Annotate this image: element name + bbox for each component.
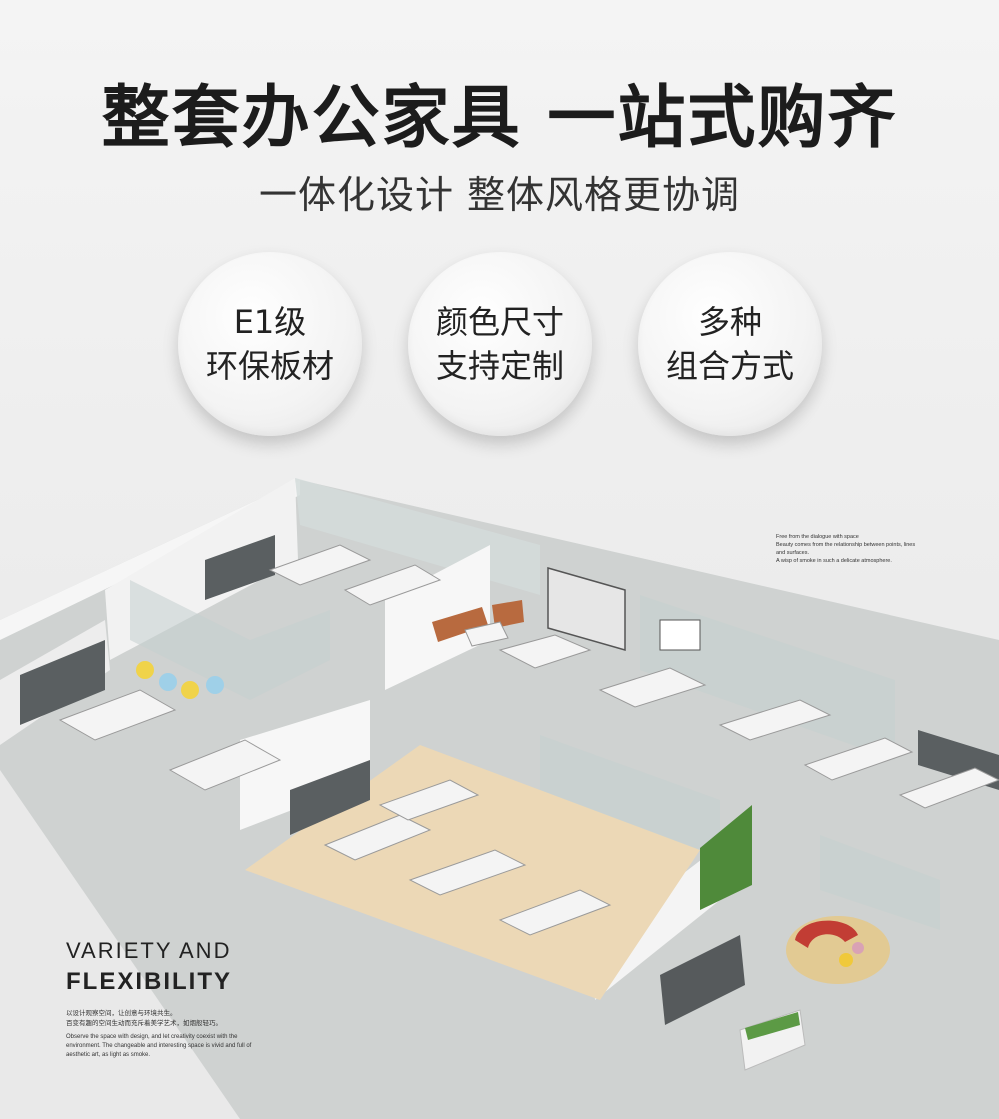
bookcase xyxy=(547,567,626,651)
sofa xyxy=(492,600,524,628)
glass-partition xyxy=(640,595,895,760)
glass-partition xyxy=(540,735,720,860)
badge-e1-board: E1级 环保板材 xyxy=(178,252,362,436)
caption-title: VARIETY AND FLEXIBILITY xyxy=(66,938,232,996)
storage-cabinet xyxy=(290,760,370,835)
green-wall xyxy=(700,805,752,910)
coffee-table xyxy=(464,621,509,647)
desk-clusters xyxy=(58,544,999,936)
badge-line: 多种 xyxy=(697,303,762,341)
floor-edge xyxy=(0,770,240,1119)
tv-screen xyxy=(659,619,701,651)
subheadline: 一体化设计 整体风格更协调 xyxy=(258,173,741,217)
headline: 整套办公家具 一站式购齐 xyxy=(101,79,898,158)
badge-custom-size: 颜色尺寸 支持定制 xyxy=(408,252,592,436)
design-quote: Free from the dialogue with space Beauty… xyxy=(776,533,936,565)
sofa xyxy=(432,607,488,642)
quote-line: Beauty comes from the relationship betwe… xyxy=(776,542,916,548)
caption-chinese: 以设计观察空间，让创意与环境共生。 百变有趣的空间生动而充斥着美学艺术，如烟般轻… xyxy=(66,1008,222,1028)
reception-desk xyxy=(660,935,745,1025)
quote-line: and surfaces. xyxy=(776,550,810,556)
caption-title-line2: FLEXIBILITY xyxy=(66,968,232,995)
caption-english: Observe the space with design, and let c… xyxy=(66,1034,252,1058)
badge-line: 组合方式 xyxy=(665,347,794,385)
badge-line: 颜色尺寸 xyxy=(435,303,564,341)
storage-cabinet xyxy=(205,535,275,600)
stool xyxy=(839,953,853,967)
badge-combinations: 多种 组合方式 xyxy=(638,252,822,436)
red-curved-sofa xyxy=(795,920,858,948)
colorful-stools xyxy=(136,661,224,699)
quote-line: A wisp of smoke in such a delicate atmos… xyxy=(776,558,892,564)
glass-partition xyxy=(130,580,330,700)
glass-partition xyxy=(820,835,940,930)
wall xyxy=(240,700,370,830)
badge-line: E1级 xyxy=(233,303,307,341)
caption-cn-line: 以设计观察空间，让创意与环境共生。 xyxy=(66,1009,177,1017)
caption-cn-line: 百变有趣的空间生动而充斥着美学艺术，如烟般轻巧。 xyxy=(66,1019,222,1027)
quote-line: Free from the dialogue with space xyxy=(776,534,859,540)
planter-greenery xyxy=(745,1012,800,1040)
stool xyxy=(852,942,864,954)
badge-line: 支持定制 xyxy=(435,347,564,385)
wall xyxy=(385,545,490,690)
office-floor-plan-illustration xyxy=(0,478,999,1119)
caption-title-line1: VARIETY AND xyxy=(66,938,232,963)
badge-line: 环保板材 xyxy=(205,347,334,385)
storage-cabinet xyxy=(20,640,105,725)
